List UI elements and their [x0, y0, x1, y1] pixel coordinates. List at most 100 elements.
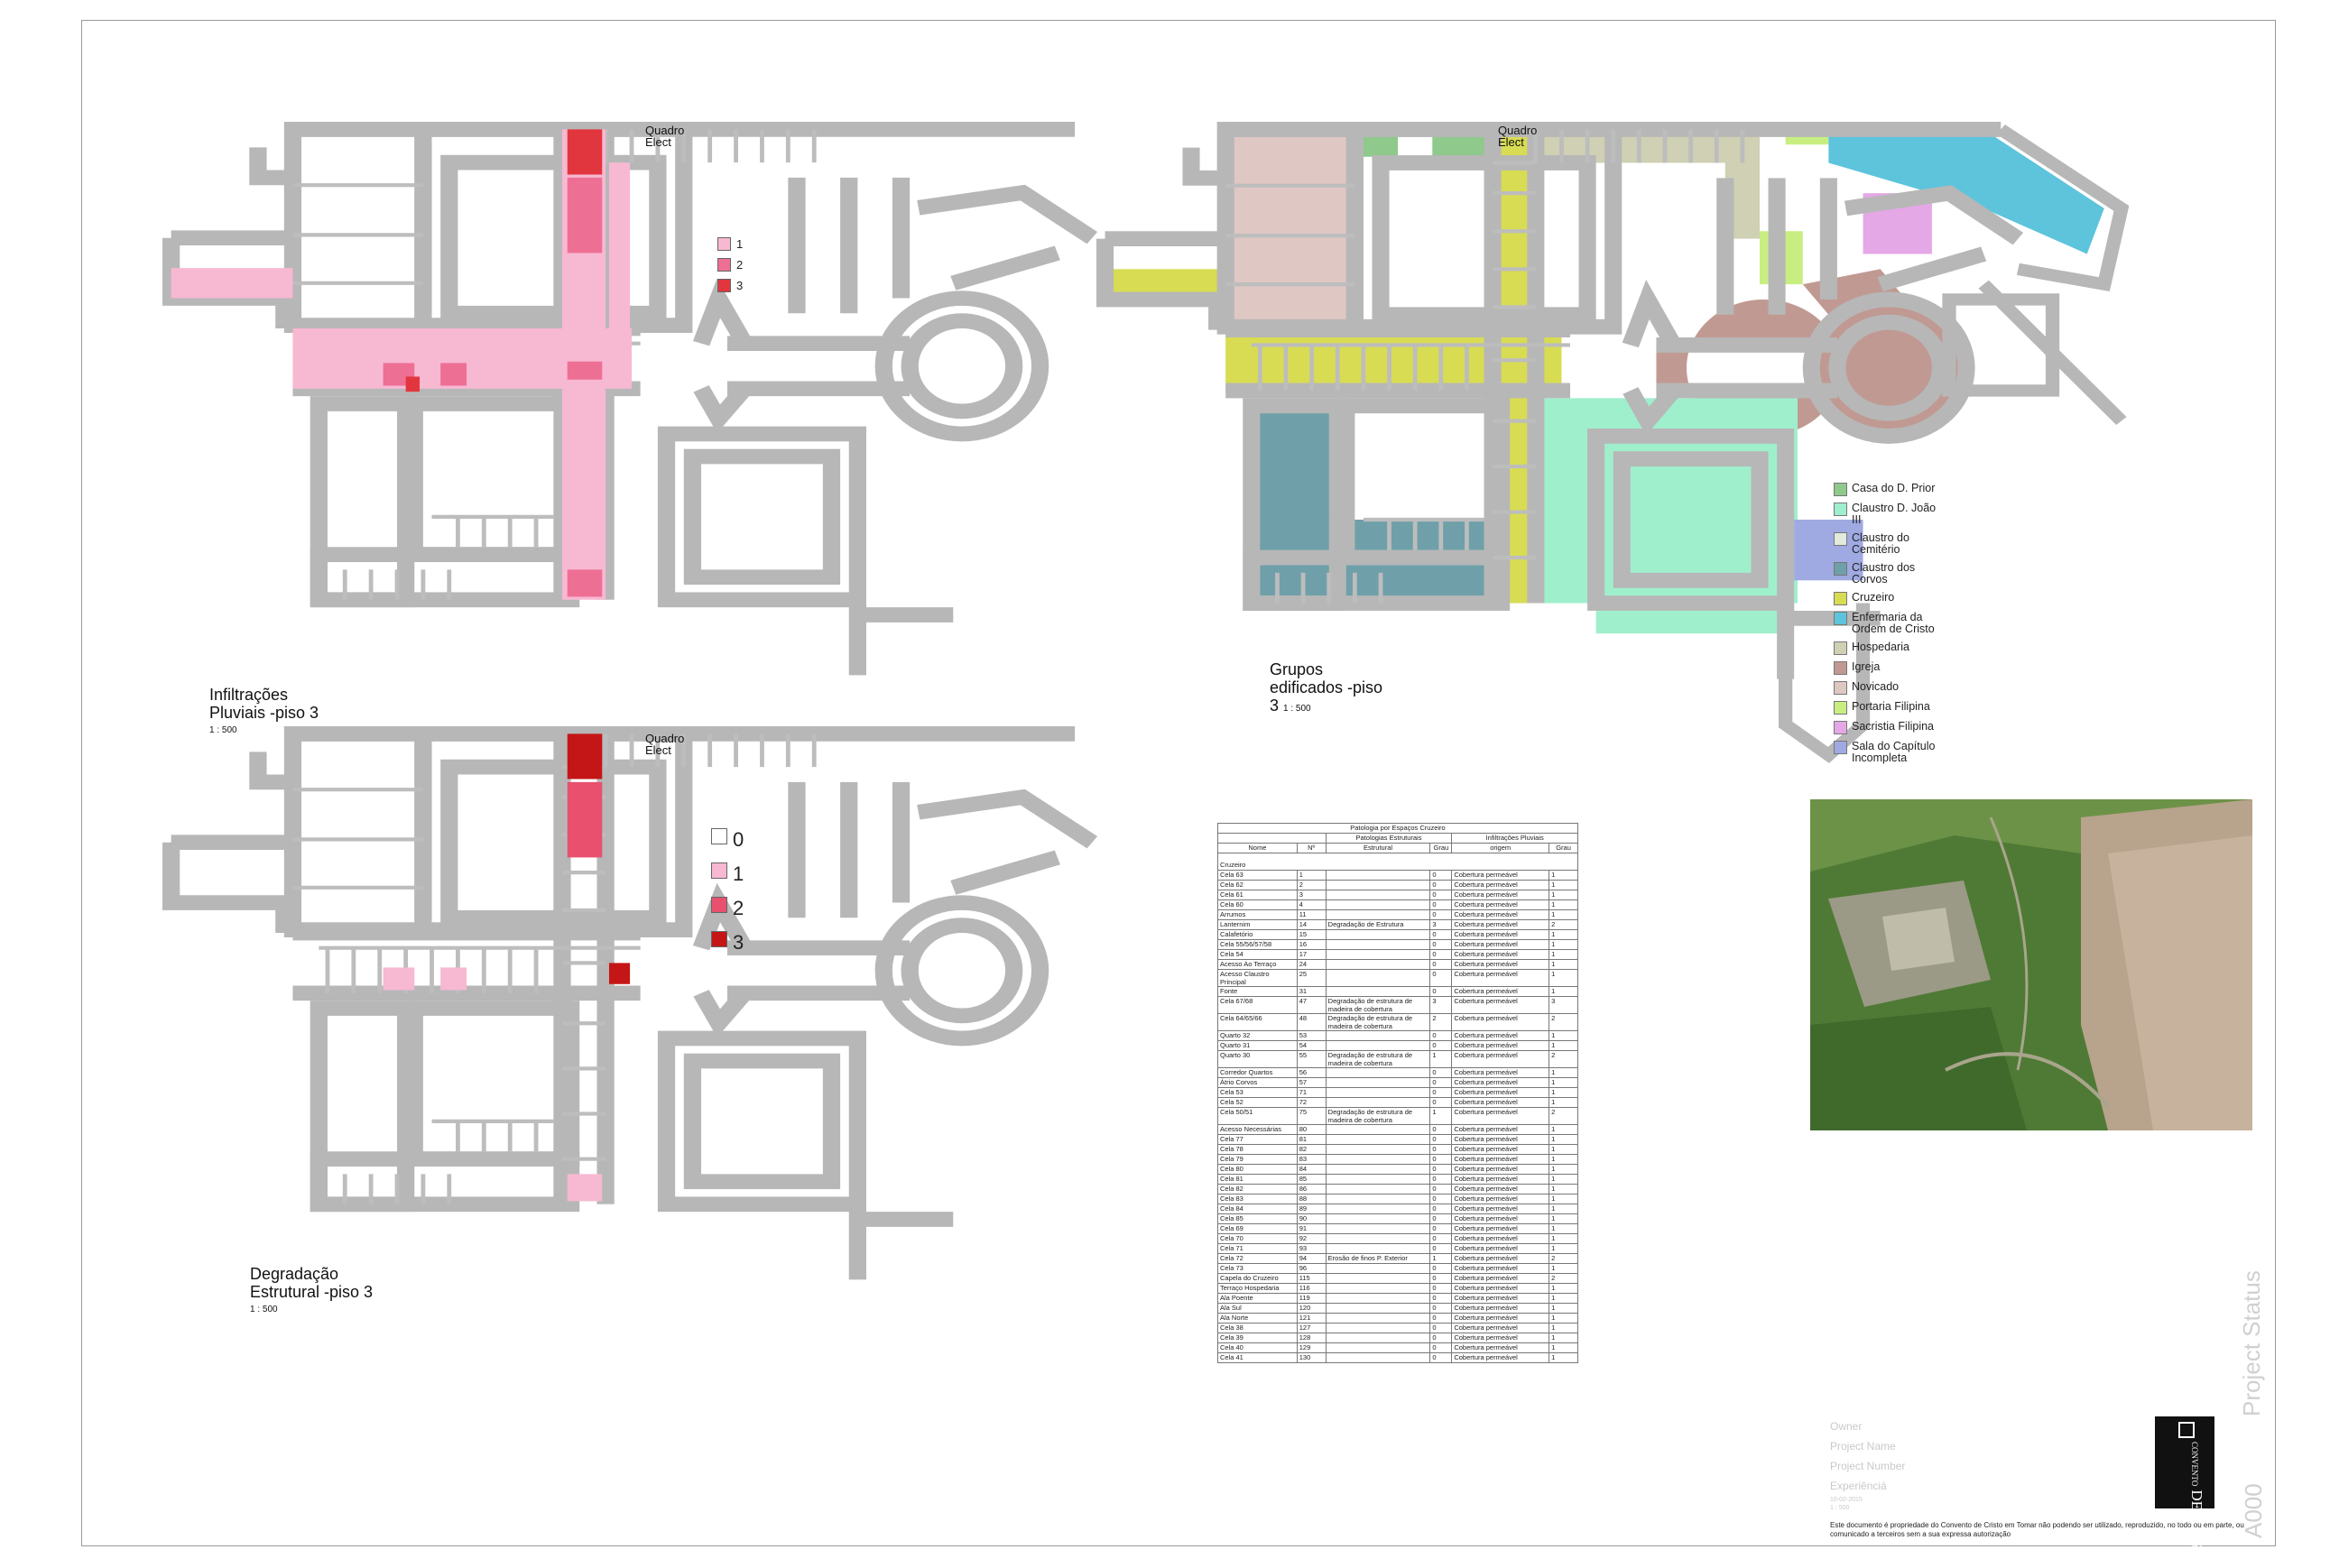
- table-cell: 1: [1549, 1243, 1578, 1254]
- legend-swatch: [1834, 592, 1847, 605]
- legend-swatch: [1834, 562, 1847, 576]
- table-cell: 0: [1429, 1194, 1453, 1204]
- table-cell: 75: [1296, 1107, 1327, 1125]
- table-cell: [1325, 1144, 1431, 1155]
- table-cell: [1325, 1174, 1431, 1185]
- table-cell: [1325, 959, 1431, 970]
- legend-label: 3: [733, 931, 744, 954]
- table-cell: [1325, 1154, 1431, 1165]
- table-cell: Cela 82: [1217, 1184, 1298, 1194]
- project-number-label: Project Number: [1830, 1460, 1906, 1472]
- legend-label: Igreja: [1852, 660, 1881, 673]
- table-cell: Cobertura permeável: [1451, 1313, 1550, 1324]
- table-group-blank: [1217, 833, 1327, 844]
- table-cell: Degradação de Estrutura: [1325, 919, 1431, 930]
- plan-degradacao: [162, 722, 1101, 1272]
- table-cell: 1: [1549, 1204, 1578, 1214]
- table-cell: 14: [1296, 919, 1327, 930]
- table-cell: [1325, 1223, 1431, 1234]
- table-cell: [1325, 1030, 1431, 1041]
- table-cell: 1: [1429, 1050, 1453, 1068]
- table-cell: 83: [1296, 1154, 1327, 1165]
- legend-label: Hospedaria: [1852, 641, 1909, 653]
- legend-row: Enfermaria da Ordem de Cristo: [1834, 612, 1942, 635]
- table-cell: 11: [1296, 909, 1327, 920]
- table-cell: Cela 71: [1217, 1243, 1298, 1254]
- table-cell: [1325, 986, 1431, 997]
- table-cell: 0: [1429, 1233, 1453, 1244]
- table-cell: 0: [1429, 1213, 1453, 1224]
- table-cell: 1: [1549, 1067, 1578, 1078]
- table-cell: 130: [1296, 1352, 1327, 1363]
- degradacao-overlay: [383, 733, 631, 1202]
- table-cell: Cela 54: [1217, 949, 1298, 960]
- table-cell: [1325, 870, 1431, 881]
- table-cell: Cobertura permeável: [1451, 949, 1550, 960]
- table-group-infiltracoes: Infiltrações Pluviais: [1451, 833, 1578, 844]
- table-cell: 3: [1429, 996, 1453, 1014]
- table-cell: 0: [1429, 1223, 1453, 1234]
- table-cell: 0: [1429, 1164, 1453, 1175]
- legend-swatch: [1834, 741, 1847, 754]
- table-cell: Cobertura permeável: [1451, 969, 1550, 987]
- table-cell: Cobertura permeável: [1451, 1243, 1550, 1254]
- table-cell: Cobertura permeável: [1451, 1184, 1550, 1194]
- table-cell: 31: [1296, 986, 1327, 997]
- table-cell: 1: [1549, 986, 1578, 997]
- table-cell: [1325, 1213, 1431, 1224]
- cross-icon: [2178, 1422, 2195, 1438]
- legend-row: 2: [717, 258, 743, 272]
- legend-row: 2: [711, 897, 744, 920]
- legend-swatch: [1834, 721, 1847, 734]
- legend-row: 3: [717, 279, 743, 292]
- table-cell: 84: [1296, 1164, 1327, 1175]
- table-cell: Cobertura permeável: [1451, 890, 1550, 900]
- table-cell: 1: [1549, 1313, 1578, 1324]
- table-cell: [1325, 1124, 1431, 1135]
- legend-row: Portaria Filipina: [1834, 701, 1942, 715]
- table-cell: 0: [1429, 1040, 1453, 1051]
- table-cell: 54: [1296, 1040, 1327, 1051]
- title-degradacao: Degradação Estrutural -piso 3 1 : 500: [250, 1265, 373, 1319]
- table-cell: Cela 79: [1217, 1154, 1298, 1165]
- table-cell: Cela 52: [1217, 1097, 1298, 1108]
- table-cell: Cobertura permeável: [1451, 1050, 1550, 1068]
- legend-row: Claustro dos Corvos: [1834, 562, 1942, 586]
- legend-swatch: [711, 931, 727, 947]
- table-cell: 48: [1296, 1013, 1327, 1031]
- table-cell: 0: [1429, 909, 1453, 920]
- table-cell: 1: [1549, 1164, 1578, 1175]
- table-cell: Cobertura permeável: [1451, 1204, 1550, 1214]
- table-cell: [1325, 1194, 1431, 1204]
- legend-label: Enfermaria da Ordem de Cristo: [1852, 611, 1935, 635]
- table-cell: 0: [1429, 870, 1453, 881]
- table-cell: 1: [1549, 929, 1578, 940]
- table-cell: 0: [1429, 1077, 1453, 1088]
- table-cell: Fonte: [1217, 986, 1298, 997]
- table-cell: [1325, 1040, 1431, 1051]
- table-cell: 17: [1296, 949, 1327, 960]
- col-grau2: Grau: [1549, 843, 1578, 853]
- table-group-patologias: Patologias Estruturais: [1325, 833, 1453, 844]
- aerial-photo: [1810, 799, 2252, 1130]
- table-cell: 1: [1549, 880, 1578, 890]
- table-cell: 127: [1296, 1323, 1327, 1333]
- table-cell: 1: [1549, 1144, 1578, 1155]
- table-cell: 1: [1549, 899, 1578, 910]
- table-cell: Cela 70: [1217, 1233, 1298, 1244]
- table-cell: 0: [1429, 1204, 1453, 1214]
- legend-row: Claustro do Cemitério: [1834, 532, 1942, 556]
- table-cell: Erosão de finos P. Exterior: [1325, 1253, 1431, 1264]
- table-cell: 2: [1429, 1013, 1453, 1031]
